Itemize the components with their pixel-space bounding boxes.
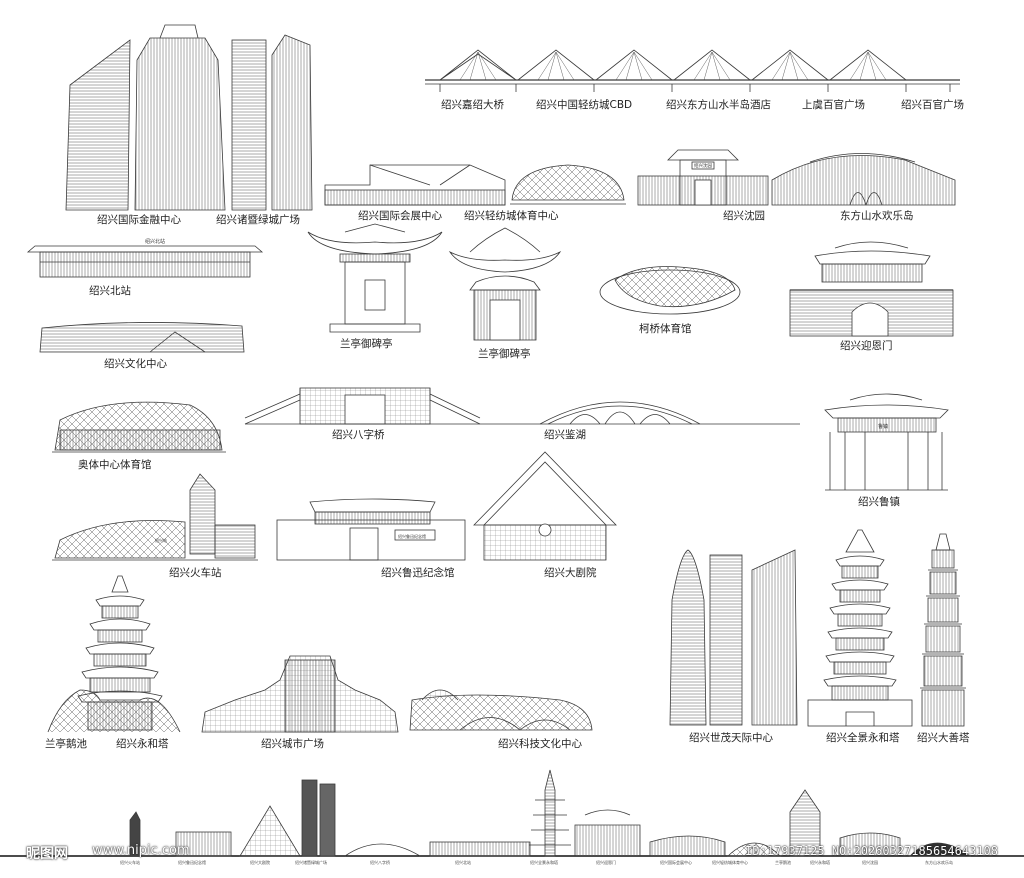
watermark-id: ID:17937125 NO:20260327185654643108 <box>745 844 998 858</box>
skyline-label: 绍兴轻纺城体育中心 <box>712 860 748 865</box>
skyline-label: 绍兴大剧院 <box>250 860 270 865</box>
qingfang-drawing <box>510 164 626 205</box>
skyline-label: 绍兴沈园 <box>862 860 878 865</box>
jianhu-drawing <box>539 401 800 425</box>
skyline-label: 东方山水欢乐岛 <box>925 860 953 865</box>
skyline-label: 绍兴国际会展中心 <box>660 860 692 865</box>
label-aoti: 奥体中心体育馆 <box>78 459 152 471</box>
label-quanjing: 绍兴全景永和塔 <box>826 732 900 744</box>
skyline-label: 绍兴诸暨绿城广场 <box>295 860 327 865</box>
label-shangyu: 上虞百官广场 <box>802 99 865 111</box>
quanjing-drawing <box>807 529 913 727</box>
lanting2-drawing <box>448 227 562 341</box>
label-echi: 兰亭鹅池 <box>45 738 87 750</box>
label-jianhu: 绍兴鉴湖 <box>544 429 586 441</box>
luzhen-sign: 鲁镇 <box>878 423 888 430</box>
luzhen-drawing <box>824 393 949 491</box>
luxun-drawing <box>276 498 466 561</box>
label-yingen: 绍兴迎恩门 <box>840 340 893 352</box>
label-lanting1: 兰亭御碑亭 <box>340 338 393 350</box>
label-luzhen: 绍兴鲁镇 <box>858 496 900 508</box>
label-zhuji: 绍兴诸暨绿城广场 <box>216 214 300 226</box>
skyline-strip-drawing <box>0 769 1024 857</box>
label-bandao: 绍兴东方山水半岛酒店 <box>666 99 771 111</box>
keji-drawing <box>409 689 593 731</box>
shimao-drawing <box>669 549 798 726</box>
skyline-label: 绍兴迎恩门 <box>596 860 616 865</box>
label-huizhan: 绍兴国际会展中心 <box>358 210 442 222</box>
label-juyuan: 绍兴大剧院 <box>544 567 597 579</box>
huanle-drawing <box>771 153 956 206</box>
label-jinrong: 绍兴国际金融中心 <box>97 214 181 226</box>
huizhan-drawing <box>324 164 506 206</box>
huoche-drawing <box>52 473 258 561</box>
watermark-site: www.nipic.com <box>92 843 190 858</box>
label-yonghe: 绍兴永和塔 <box>116 738 169 750</box>
dashan-drawing <box>920 533 966 727</box>
label-cbd: 绍兴中国轻纺城CBD <box>536 99 633 111</box>
beizhan-sign: 绍兴北站 <box>145 238 165 245</box>
huoche-sign: 绍兴站 <box>155 537 167 543</box>
label-luxun: 绍兴鲁迅纪念馆 <box>381 567 455 579</box>
label-shimao: 绍兴世茂天际中心 <box>689 732 773 744</box>
yonghe-drawing <box>47 575 181 733</box>
label-wenhua: 绍兴文化中心 <box>104 358 167 370</box>
label-lanting2: 兰亭御碑亭 <box>478 348 531 360</box>
label-beizhan: 绍兴北站 <box>89 285 131 297</box>
label-shenyuan: 绍兴沈园 <box>723 210 765 222</box>
skyline-label: 兰亭鹅池 <box>775 860 791 865</box>
label-huanle: 东方山水欢乐岛 <box>840 210 914 222</box>
skyline-label: 绍兴永和塔 <box>810 860 830 865</box>
skyline-label: 绍兴北站 <box>455 860 471 865</box>
lanting1-drawing <box>307 223 443 333</box>
skyline-label: 绍兴鲁迅纪念馆 <box>178 860 206 865</box>
skyline-label: 绍兴八字桥 <box>370 860 390 865</box>
beizhan-drawing <box>26 245 264 278</box>
jiashao-bridge-drawing <box>425 49 960 92</box>
label-bazi: 绍兴八字桥 <box>332 429 385 441</box>
keqiao-drawing <box>599 266 741 315</box>
luxun-sign: 绍兴鲁迅纪念馆 <box>398 533 426 539</box>
shenyuan-drawing <box>637 149 769 206</box>
zhuji-drawing <box>231 34 313 211</box>
aoti-drawing <box>52 401 226 453</box>
jinrong-drawing <box>65 24 226 211</box>
juyuan-drawing <box>473 451 617 561</box>
watermark-logo: 昵图网 <box>26 846 68 862</box>
bazi-drawing <box>244 387 540 425</box>
label-jiashao: 绍兴嘉绍大桥 <box>441 99 504 111</box>
label-baiguan: 绍兴百官广场 <box>901 99 964 111</box>
shenyuan-sign: 绍兴沈园 <box>694 162 712 169</box>
label-huoche: 绍兴火车站 <box>169 567 222 579</box>
label-dashan: 绍兴大善塔 <box>917 732 970 744</box>
label-chengshi: 绍兴城市广场 <box>261 738 324 750</box>
yingen-drawing <box>789 241 954 337</box>
skyline-label: 绍兴火车站 <box>120 860 140 865</box>
label-qingfang: 绍兴轻纺城体育中心 <box>464 210 559 222</box>
wenhua-drawing <box>39 322 245 353</box>
label-keji: 绍兴科技文化中心 <box>498 738 582 750</box>
skyline-label: 绍兴全景永和塔 <box>530 860 558 865</box>
label-keqiao: 柯桥体育馆 <box>639 323 692 335</box>
chengshi-drawing <box>201 655 399 733</box>
